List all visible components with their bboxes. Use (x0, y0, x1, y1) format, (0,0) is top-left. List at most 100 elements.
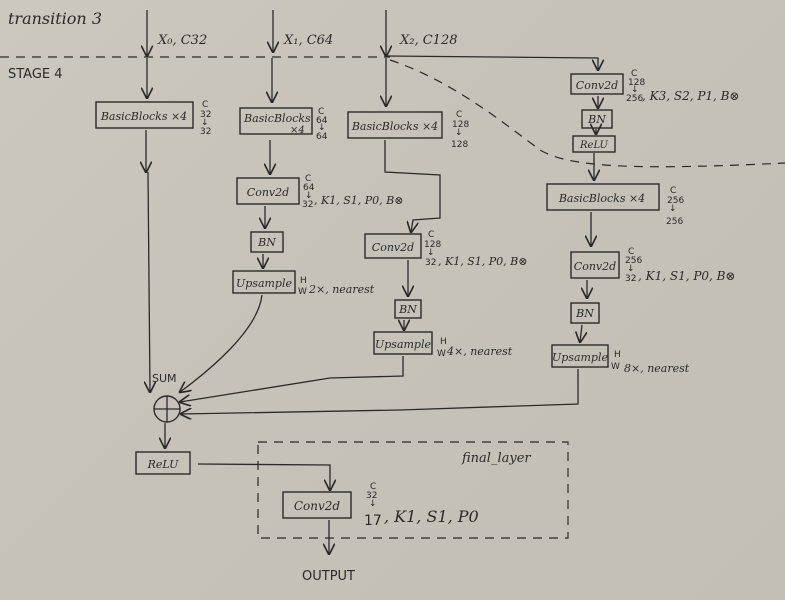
b2-channel-in: 128 (452, 120, 469, 130)
b3-channel-c: C (670, 186, 676, 196)
stage-label: STAGE 4 (8, 67, 63, 82)
arrow-b2-to-sum (180, 356, 404, 402)
b2-upsample-label: Upsample (375, 338, 432, 351)
b2-basicblocks-label: BasicBlocks ×4 (351, 120, 438, 133)
svg-text:↓: ↓ (627, 264, 635, 274)
arrow-x2-to-b3 (385, 55, 598, 70)
b2-channel-c: C (456, 110, 462, 120)
b2-conv-box (364, 233, 422, 259)
b3-downbn-label: BN (587, 113, 606, 126)
b1-conv-params: , K1, S1, P0, B⊗ (314, 194, 403, 207)
b1-upsample-label: Upsample (236, 277, 293, 290)
b3-upsample-box (551, 344, 609, 368)
b0-channel-in: 32 (200, 110, 211, 120)
final-conv-out: 17 (364, 513, 382, 529)
b1-channel-in: 64 (316, 116, 328, 126)
b1-conv-c: C (305, 174, 311, 184)
svg-text:↓: ↓ (669, 204, 677, 214)
b2-conv-label: Conv2d (372, 241, 414, 254)
b2-bn-box (394, 299, 422, 319)
output-label: OUTPUT (302, 569, 355, 584)
b3-basicblocks-label: BasicBlocks ×4 (558, 192, 645, 205)
b3-channel-in: 256 (667, 196, 684, 206)
b2-up-w: W (437, 349, 446, 359)
arrow-b2-to-conv (384, 140, 441, 232)
final-layer-group (257, 441, 569, 539)
b3-up-h: H (614, 350, 621, 360)
b3-down-c: C (631, 69, 637, 79)
b3-upsample-params: 8×, nearest (624, 362, 690, 375)
b2-channel-out: 128 (451, 140, 468, 150)
b2-conv-c: C (428, 230, 434, 240)
b3-up-w: W (611, 362, 620, 372)
b3-basicblocks-box (546, 183, 660, 211)
b1-basicblocks-repeat: ×4 (290, 125, 305, 136)
b1-upsample-params: 2×, nearest (308, 283, 375, 296)
b3-down-out: 256 (626, 94, 643, 104)
svg-text:↓: ↓ (305, 191, 313, 201)
relu-box (135, 451, 191, 475)
b3-channel-out: 256 (666, 217, 683, 227)
sum-label: SUM (152, 372, 177, 385)
b1-basicblocks-box (239, 107, 313, 135)
b3-conv-c: C (628, 247, 634, 257)
b1-channel-c: C (318, 107, 324, 117)
b3-conv-params: , K1, S1, P0, B⊗ (638, 269, 736, 283)
svg-text:↓: ↓ (455, 128, 463, 138)
b0-channel-out: 32 (200, 127, 211, 137)
svg-text:↓: ↓ (631, 85, 639, 95)
b0-channel-c: C (202, 100, 208, 110)
b3-downrelu-box (572, 135, 616, 153)
svg-text:↓: ↓ (369, 499, 377, 509)
svg-text:↓: ↓ (427, 248, 435, 258)
b3-downconv-params: , K3, S2, P1, B⊗ (642, 89, 740, 103)
final-conv-c: C (370, 482, 376, 492)
transition-label: transition 3 (8, 9, 102, 28)
input-label-x1: X₁, C64 (283, 33, 333, 48)
b2-bn-label: BN (398, 303, 417, 316)
b2-basicblocks-box (347, 111, 443, 139)
b2-upsample-params: 4×, nearest (446, 345, 513, 358)
b3-downconv-label: Conv2d (576, 79, 618, 92)
input-label-x0: X₀, C32 (157, 33, 207, 48)
b1-bn-label: BN (257, 236, 276, 249)
b3-conv-in: 256 (625, 256, 642, 266)
b3-bn-box (570, 302, 600, 324)
arrow-b3-to-upsample (580, 324, 582, 342)
b3-downconv-box (570, 73, 624, 95)
relu-label: ReLU (147, 458, 179, 471)
svg-text:↓: ↓ (318, 123, 326, 133)
b1-up-w: W (298, 287, 307, 297)
b1-basicblocks-label: BasicBlocks (243, 112, 311, 125)
b3-down-in: 128 (628, 78, 645, 88)
arrow-relu-to-final (197, 463, 330, 490)
b1-conv-box (236, 177, 300, 205)
b1-bn-box (250, 231, 284, 253)
b3-conv-label: Conv2d (574, 260, 616, 273)
arrow-b0-to-sum (148, 171, 150, 392)
svg-text:↓: ↓ (201, 118, 209, 128)
b3-downrelu-label: ReLU (579, 140, 609, 151)
b0-basicblocks-label: BasicBlocks ×4 (100, 110, 187, 123)
b1-upsample-box (232, 270, 296, 294)
b1-channel-out: 64 (316, 132, 328, 142)
final-conv-in: 32 (366, 491, 377, 501)
b2-up-h: H (440, 337, 447, 347)
b1-up-h: H (300, 276, 307, 286)
b1-conv-out: 32 (302, 200, 313, 210)
final-conv-label: Conv2d (294, 499, 341, 513)
b2-conv-out: 32 (425, 258, 436, 268)
b3-upsample-label: Upsample (552, 351, 609, 364)
b3-conv-out: 32 (625, 274, 636, 284)
input-label-x2: X₂, C128 (399, 33, 458, 48)
b0-basicblocks-box (95, 101, 194, 129)
b1-conv-label: Conv2d (247, 186, 289, 199)
final-conv-params: , K1, S1, P0 (384, 507, 479, 526)
b3-bn-label: BN (575, 307, 594, 320)
b2-conv-params: , K1, S1, P0, B⊗ (438, 255, 527, 268)
final-layer-label: final_layer (461, 451, 531, 466)
b2-upsample-box (373, 331, 433, 355)
arrow-b3-to-sum (181, 369, 579, 414)
